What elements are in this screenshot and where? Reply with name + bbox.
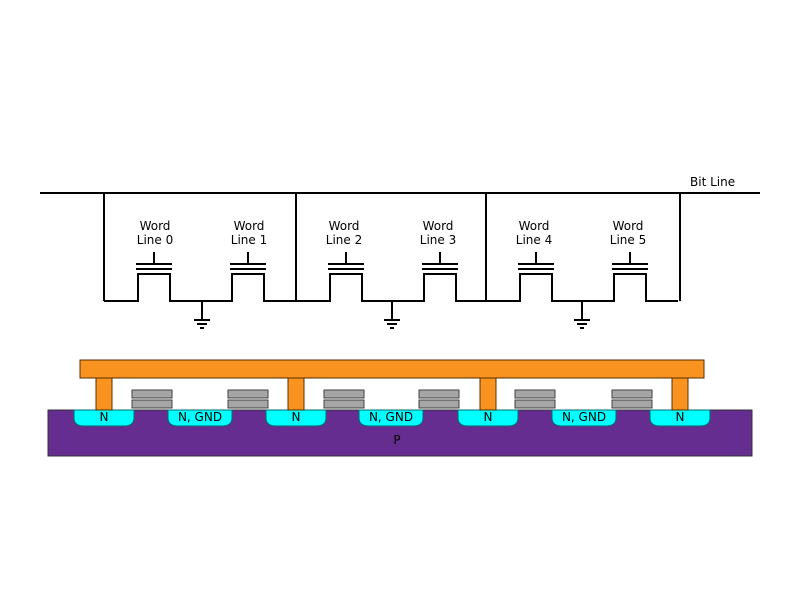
transistor-pair [296, 252, 488, 329]
bit-line-label: Bit Line [690, 175, 735, 189]
floating-gate [227, 399, 269, 409]
drain-contact [95, 377, 113, 411]
n-gnd-region [551, 409, 617, 427]
region-label: N [292, 410, 301, 424]
word-line-labels: Word Line 0 Word Line 1 Word Line 2 Word… [137, 219, 646, 247]
n-region [649, 409, 711, 427]
channel-wire [296, 273, 488, 302]
schematic [40, 192, 760, 301]
word-line-label-5-line1: Word [613, 219, 644, 233]
n-region [457, 409, 519, 427]
region-label: N [676, 410, 685, 424]
control-gate [611, 389, 653, 399]
word-line-label-1-line2: Line 1 [231, 233, 267, 247]
word-line-label-1-line1: Word [234, 219, 265, 233]
gate-stacks [131, 389, 653, 409]
region-labels: N N, GND N N, GND N N, GND N [100, 410, 685, 424]
control-gate [131, 389, 173, 399]
region-label: N [100, 410, 109, 424]
floating-gate [611, 399, 653, 409]
control-gate [418, 389, 460, 399]
region-label: N, GND [562, 410, 606, 424]
floating-gate [323, 399, 365, 409]
word-line-label-0-line1: Word [140, 219, 171, 233]
floating-gate [131, 399, 173, 409]
channel-wire [104, 273, 296, 302]
transistor-pair [486, 252, 678, 329]
floating-gate [418, 399, 460, 409]
word-line-label-5-line2: Line 5 [610, 233, 646, 247]
word-line-label-4-line2: Line 4 [516, 233, 552, 247]
word-line-label-2-line1: Word [329, 219, 360, 233]
region-label: N, GND [369, 410, 413, 424]
control-gate [323, 389, 365, 399]
n-gnd-region [167, 409, 233, 427]
region-label: N, GND [178, 410, 222, 424]
word-line-label-4-line1: Word [519, 219, 550, 233]
floating-gate [514, 399, 556, 409]
channel-wire [486, 273, 678, 302]
n-wells [73, 409, 711, 427]
region-label: N [484, 410, 493, 424]
control-gate [514, 389, 556, 399]
metal-layer [79, 359, 705, 411]
bit-line-metal [79, 359, 705, 379]
n-region [265, 409, 327, 427]
word-line-label-3-line2: Line 3 [420, 233, 456, 247]
transistor-pair [104, 252, 296, 329]
n-region [73, 409, 135, 427]
drain-contact [287, 377, 305, 411]
control-gate [227, 389, 269, 399]
word-line-label-3-line1: Word [423, 219, 454, 233]
drain-contact [671, 377, 689, 411]
substrate-label: P [393, 433, 400, 447]
transistor-pairs [104, 252, 678, 329]
word-line-label-0-line2: Line 0 [137, 233, 173, 247]
word-line-label-2-line2: Line 2 [326, 233, 362, 247]
n-gnd-region [358, 409, 424, 427]
cross-section: P N N, GND N N, GND N N, GND N [47, 359, 753, 457]
drain-contact [479, 377, 497, 411]
